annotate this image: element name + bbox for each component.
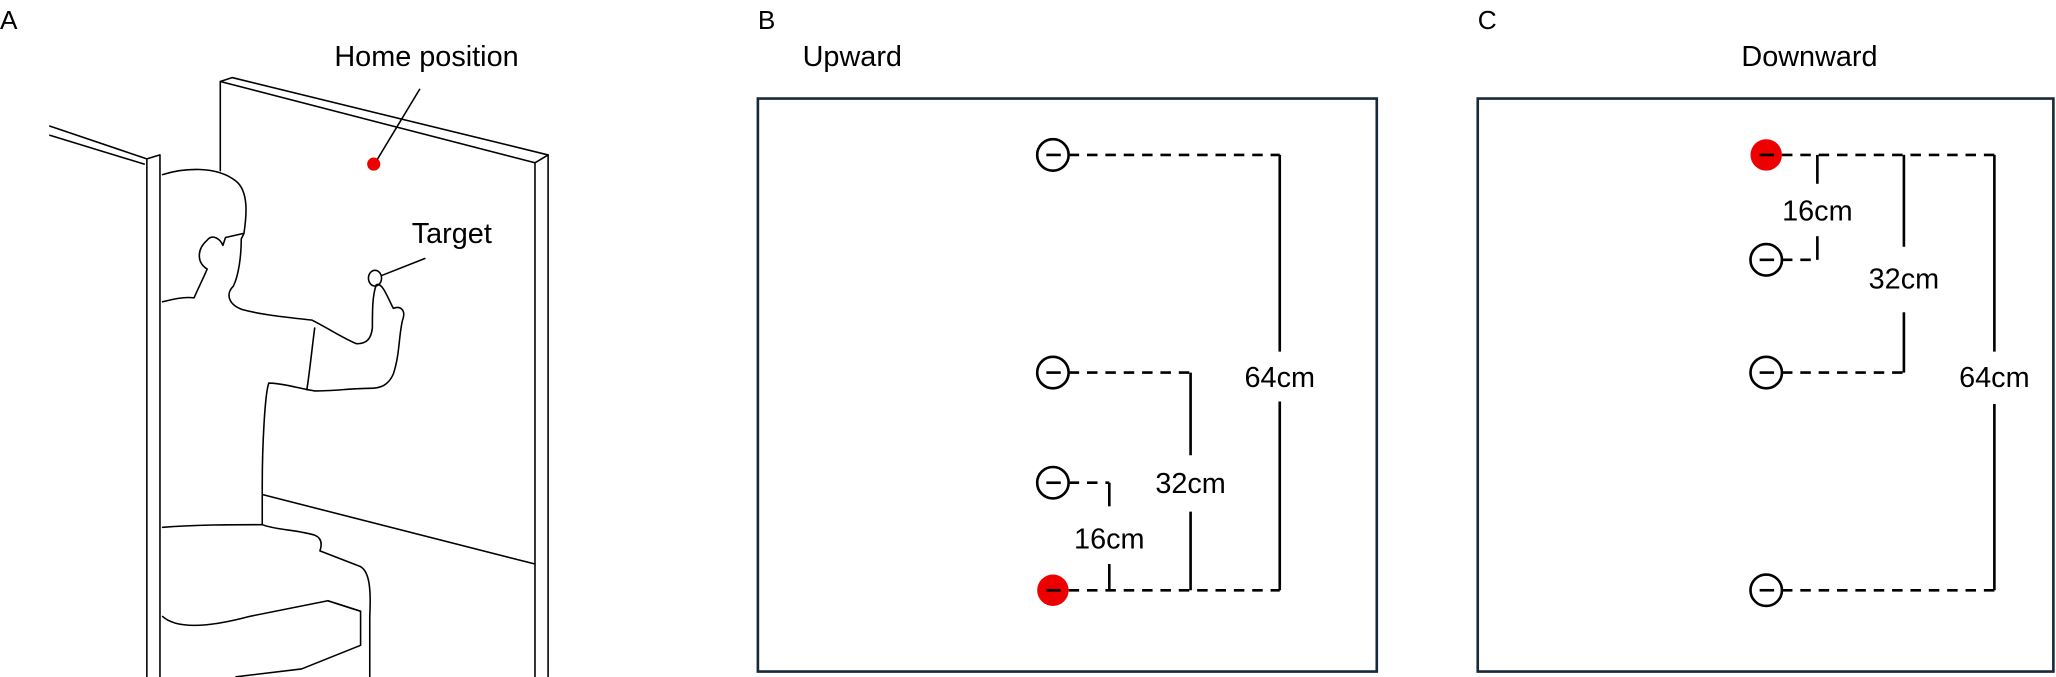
back-panel [219,76,549,677]
dim-64-label: 64cm [1245,362,1316,394]
home-leader-line [376,88,421,160]
target-label: Target [412,218,492,250]
panel-c-board [1476,97,2055,673]
panel-b-title: Upward [803,41,902,73]
panel-c-title: Downward [1741,41,1877,73]
dim-64-label: 64cm [1959,362,2030,394]
dim-32-label: 32cm [1869,264,1939,296]
dim-16-label: 16cm [1074,523,1145,555]
target-marker [367,269,383,287]
panel-b-letter: B [758,5,776,35]
dim-32-label: 32cm [1155,468,1226,500]
panel-a: A Home position Target [0,5,549,677]
seated-person [161,168,405,677]
panel-b: B Upward 64cm 32cm 16cm [756,5,1379,673]
panel-c: C Downward 16cm 32cm 64cm [1476,5,2055,673]
panel-a-letter: A [0,5,18,35]
panel-c-letter: C [1478,5,1497,35]
dim-16-label: 16cm [1782,195,1853,227]
target-leader-line [380,257,426,277]
home-position-dot [367,157,381,171]
home-position-label: Home position [334,41,518,73]
side-wall [49,125,161,677]
panel-b-board [756,97,1379,673]
